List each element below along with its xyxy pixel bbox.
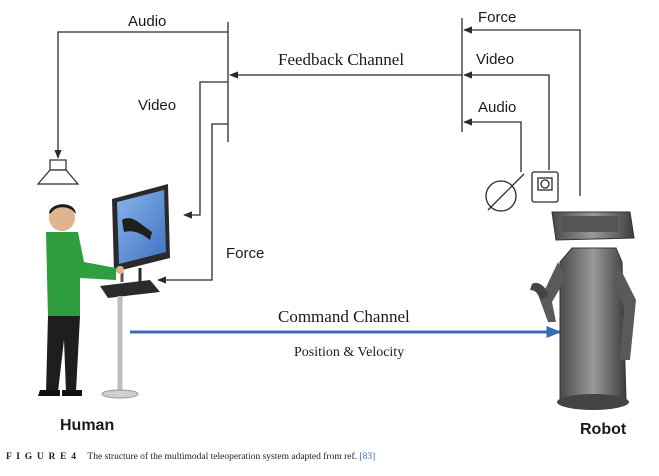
command-channel-sublabel: Position & Velocity: [294, 345, 404, 360]
caption-reference[interactable]: [83]: [359, 452, 376, 462]
feedback-channel-label: Feedback Channel: [278, 50, 404, 69]
haptic-device-icon: [100, 266, 160, 399]
human-label: Human: [60, 417, 114, 434]
video-right-label: Video: [476, 51, 514, 68]
speaker-icon: [36, 159, 80, 185]
audio-right-path: [463, 118, 522, 172]
force-left-path: [157, 123, 228, 284]
audio-left-path: [54, 31, 228, 159]
video-left-label: Video: [138, 97, 176, 114]
caption-text: The structure of the multimodal teleoper…: [87, 452, 358, 462]
microphone-icon: [485, 173, 525, 212]
figure-label: F I G U R E 4: [6, 452, 78, 462]
video-left-path: [183, 81, 228, 219]
audio-right-label: Audio: [478, 99, 516, 116]
audio-left-label: Audio: [128, 13, 166, 30]
figure-caption: F I G U R E 4 The structure of the multi…: [6, 452, 656, 462]
robot-figure: [530, 211, 636, 410]
command-channel-label: Command Channel: [278, 307, 410, 326]
human-figure: [38, 204, 124, 396]
force-left-label: Force: [226, 245, 264, 262]
robot-label: Robot: [580, 421, 627, 438]
force-right-path: [463, 26, 581, 196]
force-right-label: Force: [478, 9, 516, 26]
video-right-path: [463, 71, 550, 170]
camera-icon: [531, 171, 559, 203]
